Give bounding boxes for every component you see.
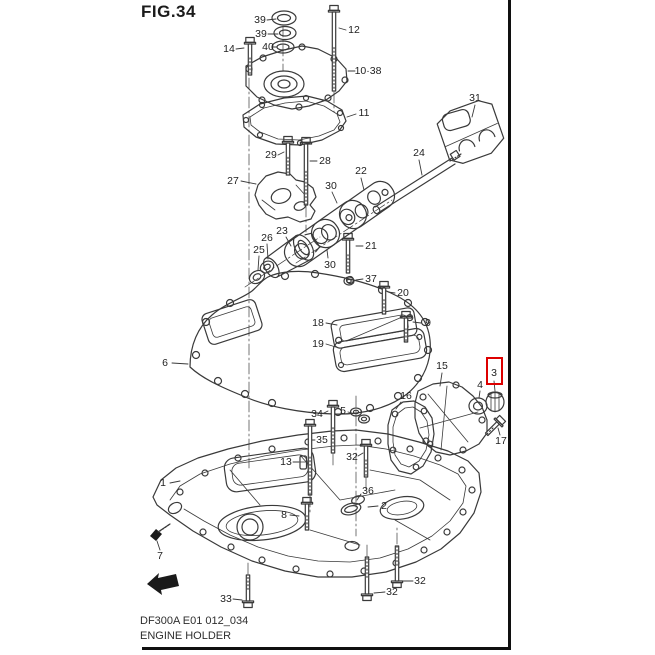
- screw-7-drawing: [150, 523, 171, 541]
- part-label-39: 39: [254, 14, 266, 26]
- bolt-drawing: [360, 556, 374, 602]
- part-label-32: 32: [414, 575, 426, 587]
- mount-plates-drawing: [283, 180, 396, 268]
- part-label-26: 26: [261, 232, 273, 244]
- bolt-drawing: [390, 545, 404, 589]
- part-label-22: 22: [355, 165, 367, 177]
- part-label-30: 30: [324, 259, 336, 271]
- gasket-16-drawing: [387, 400, 435, 475]
- part-label-13: 13: [280, 456, 292, 468]
- part-label-19: 19: [312, 338, 324, 350]
- part-label-39: 39: [255, 28, 267, 40]
- bushing-23-drawing: [248, 232, 321, 285]
- bolts-drawing: [241, 4, 507, 609]
- part-label-17: 17: [495, 435, 507, 447]
- part-label-31: 31: [469, 92, 481, 104]
- bolt-drawing: [299, 136, 313, 206]
- part-label-2: 2: [381, 500, 387, 512]
- part-label-29: 29: [265, 149, 277, 161]
- leader-lines: [156, 18, 501, 601]
- bolt-drawing: [399, 310, 413, 343]
- part-label-32: 32: [346, 451, 358, 463]
- page-border-bottom: [142, 647, 511, 650]
- part-label-37: 37: [365, 273, 377, 285]
- part-label-8: 8: [281, 509, 287, 521]
- gasket-19-drawing: [332, 327, 428, 373]
- bolt-drawing: [377, 280, 391, 315]
- figure-code: DF300A E01 012_034: [140, 615, 249, 627]
- bolt-drawing: [303, 418, 317, 496]
- bolt-drawing: [281, 135, 295, 176]
- part-label-1: 1: [160, 477, 166, 489]
- part-label-33: 33: [220, 593, 232, 605]
- page-footer: DF300A E01 012_034 ENGINE HOLDER: [140, 614, 248, 644]
- rod-24-drawing: [372, 149, 462, 215]
- part-label-27: 27: [227, 175, 239, 187]
- part-label-12: 12: [348, 24, 360, 36]
- bolt-drawing: [327, 4, 341, 92]
- part-label-5: 5: [340, 405, 346, 417]
- plug-3-drawing: [485, 391, 505, 413]
- bolt-drawing: [241, 574, 255, 609]
- cover-plate-drawing: [245, 43, 349, 111]
- bolt-drawing: [359, 438, 373, 478]
- highlight-box: [485, 357, 503, 385]
- part-label-23: 23: [276, 225, 288, 237]
- part-label-7: 7: [157, 550, 163, 562]
- part-label-14: 14: [223, 43, 235, 55]
- part-label-15: 15: [436, 360, 448, 372]
- small-rings-drawing: [340, 407, 371, 516]
- part-label-16: 16: [400, 390, 412, 402]
- part-label-3: 3: [491, 367, 497, 379]
- part-label-35: 35: [316, 434, 328, 446]
- part-label-34: 34: [311, 408, 323, 420]
- part-label-9: 9: [425, 317, 431, 329]
- part-label-20: 20: [397, 287, 409, 299]
- part-label-24: 24: [413, 147, 425, 159]
- part-label-28: 28: [319, 155, 331, 167]
- cover-gasket-drawing: [242, 94, 347, 147]
- part-label-18: 18: [312, 317, 324, 329]
- figure-title: FIG.34: [141, 2, 196, 21]
- bracket-31-drawing: [436, 100, 505, 164]
- part-label-21: 21: [365, 240, 377, 252]
- fwd-arrow-icon: FWD: [147, 573, 179, 595]
- bolt-drawing: [300, 496, 314, 531]
- engine-holder-body-drawing: [152, 429, 482, 578]
- part-label-25: 25: [253, 244, 265, 256]
- seal-rings-39-40-drawing: [271, 10, 297, 54]
- bolt-drawing: [341, 232, 355, 274]
- part-label-4: 4: [477, 379, 483, 391]
- part-label-36: 36: [362, 485, 374, 497]
- part-label-32: 32: [386, 586, 398, 598]
- part-label-40: 40: [262, 41, 274, 53]
- bolt-drawing: [243, 36, 257, 76]
- bolt-drawing: [484, 414, 507, 437]
- part-label-11: 11: [358, 107, 370, 119]
- page-border-right: [508, 0, 511, 650]
- part-label-10·38: 10·38: [354, 65, 382, 77]
- part-label-6: 6: [162, 357, 168, 369]
- part-label-30: 30: [325, 180, 337, 192]
- bolt-drawing: [326, 399, 340, 454]
- figure-name: ENGINE HOLDER: [140, 630, 232, 642]
